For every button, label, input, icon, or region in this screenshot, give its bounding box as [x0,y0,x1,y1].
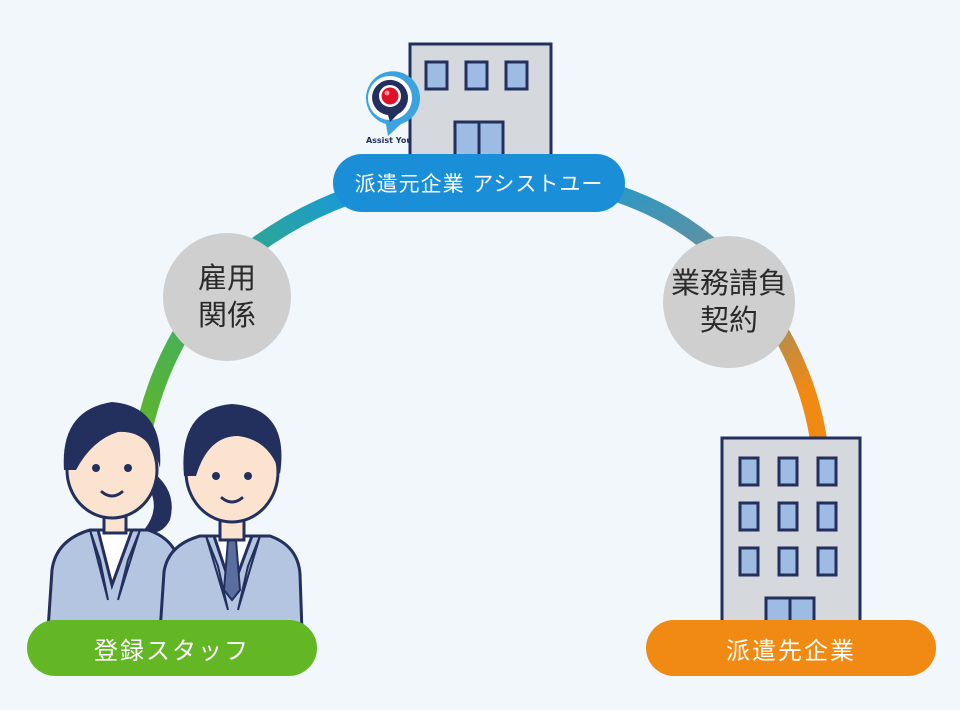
company-building-icon [410,44,551,170]
client-building-icon [722,438,860,628]
employment-relation-line-1: 雇用 [198,260,256,297]
dispatch-origin-label: 派遣元企業 アシストユー [333,154,625,212]
employment-relation-badge: 雇用 関係 [163,233,291,361]
logo-text: Assist You [357,136,421,145]
staff-label: 登録スタッフ [27,620,317,676]
employment-relation-line-2: 関係 [198,297,256,334]
client-label: 派遣先企業 [646,620,936,676]
contract-relation-badge: 業務請負 契約 [663,236,795,368]
contract-relation-line-2: 契約 [700,302,758,339]
male-staff-icon [160,404,302,632]
contract-relation-line-1: 業務請負 [671,265,787,302]
